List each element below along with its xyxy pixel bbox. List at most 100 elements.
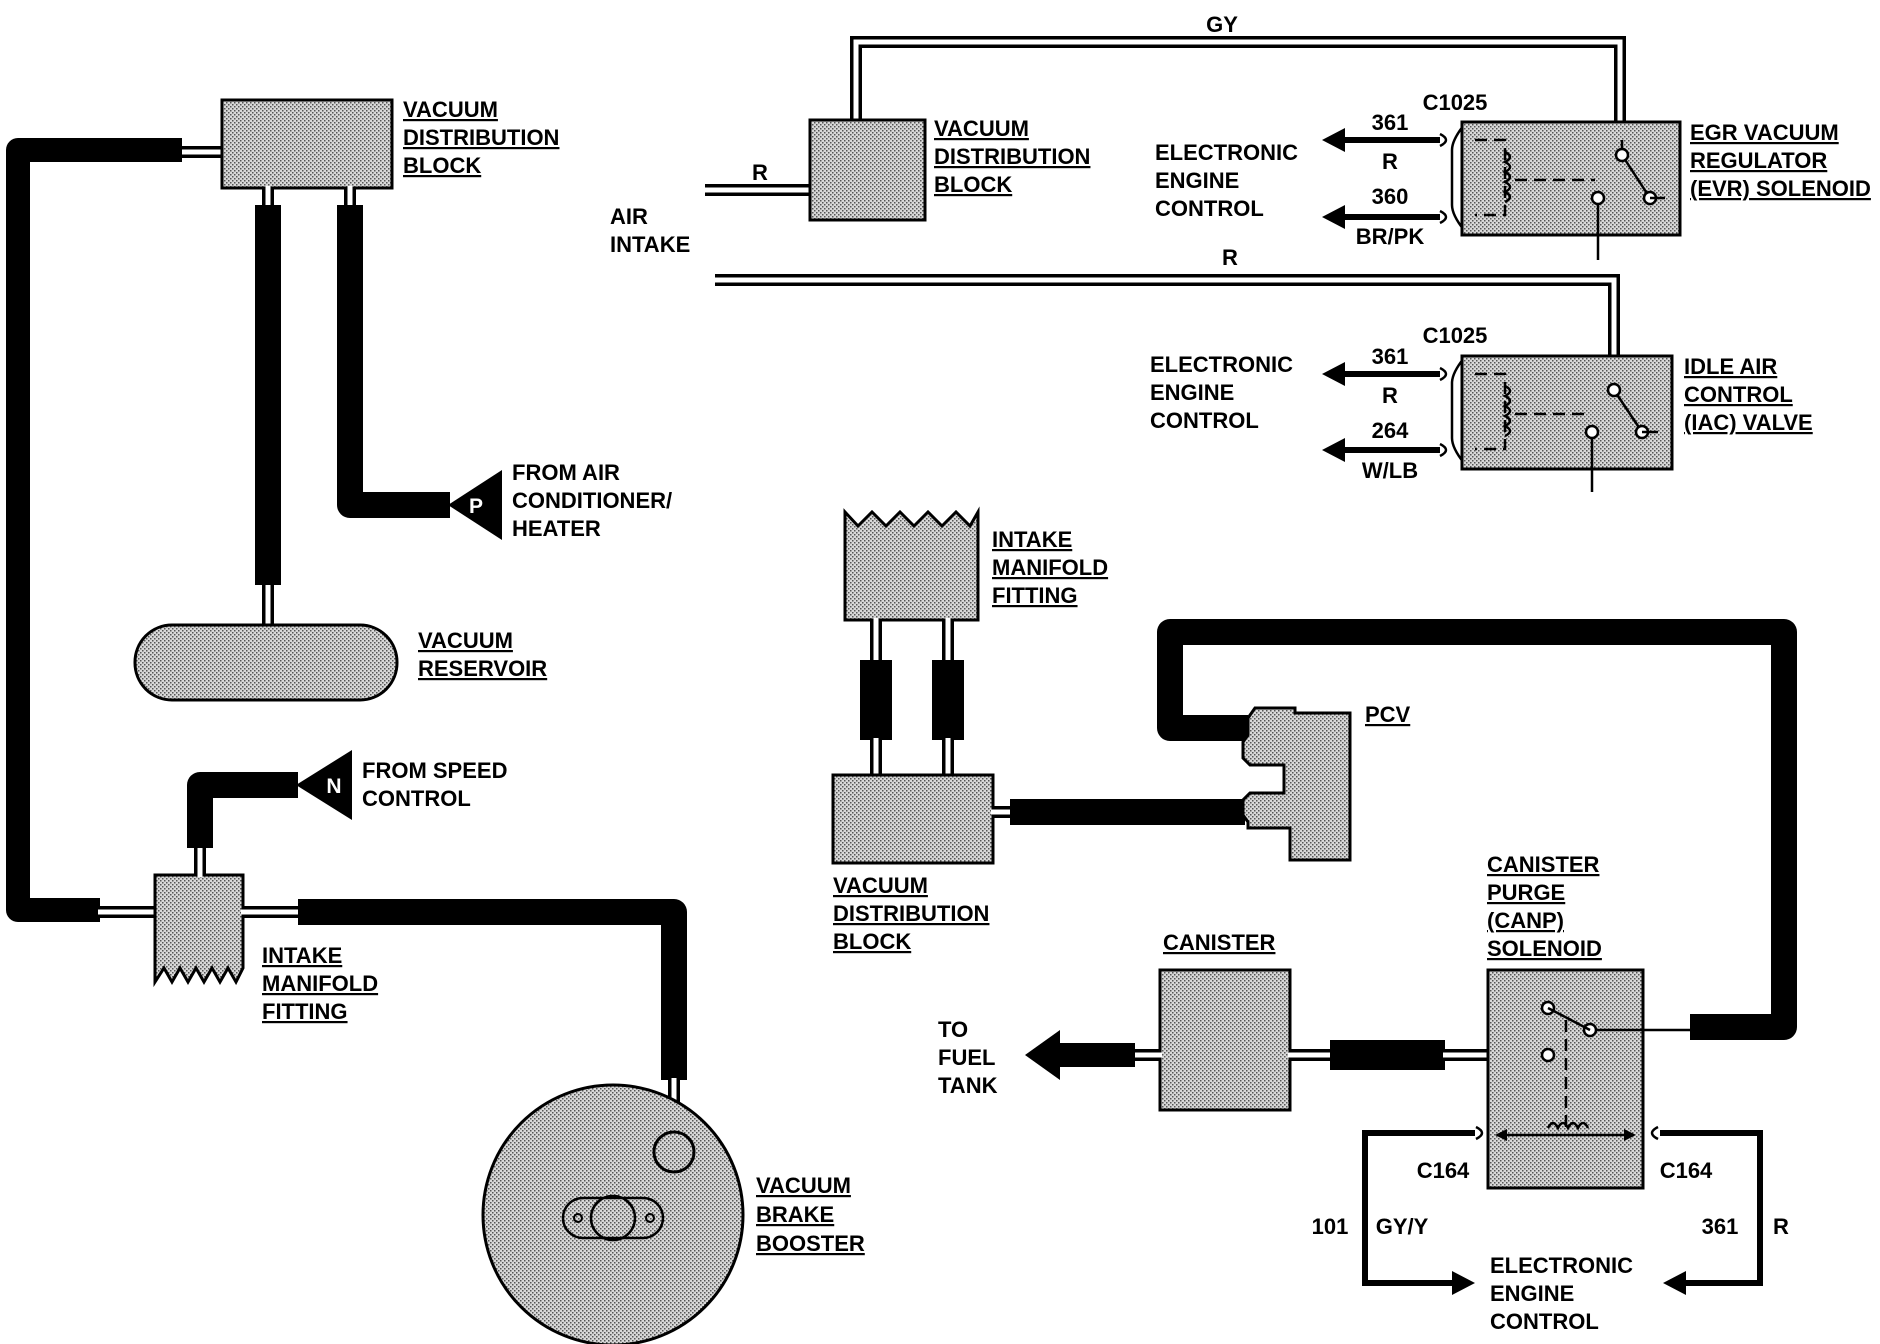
svg-text:GY/Y: GY/Y: [1376, 1214, 1429, 1239]
hose-to-brake-booster: [298, 899, 687, 1080]
svg-text:INTAKE: INTAKE: [610, 232, 690, 257]
evr-label: EGR VACUUM REGULATOR (EVR) SOLENOID: [1690, 120, 1871, 201]
vdb-mid-label: VACUUM DISTRIBUTION BLOCK: [833, 873, 989, 954]
from-ac-heater-label: FROM AIR CONDITIONER/ HEATER: [512, 460, 672, 541]
svg-text:361: 361: [1702, 1214, 1739, 1239]
svg-text:FITTING: FITTING: [262, 999, 348, 1024]
hose-segment-mid-right: [932, 660, 964, 740]
svg-text:CONTROL: CONTROL: [1490, 1309, 1599, 1334]
svg-text:CONTROL: CONTROL: [1150, 408, 1259, 433]
booster-port: [652, 1130, 696, 1174]
svg-text:INTAKE: INTAKE: [262, 943, 342, 968]
svg-text:VACUUM: VACUUM: [833, 873, 928, 898]
vacuum-brake-booster-label: VACUUM BRAKE BOOSTER: [756, 1173, 865, 1256]
from-speed-control-label: FROM SPEED CONTROL: [362, 758, 507, 811]
svg-text:VACUUM: VACUUM: [403, 97, 498, 122]
canp-connector-left-label: C164: [1417, 1158, 1470, 1183]
svg-text:RESERVOIR: RESERVOIR: [418, 656, 547, 681]
svg-text:FUEL: FUEL: [938, 1045, 995, 1070]
port-p-label: P: [469, 495, 483, 518]
svg-text:R: R: [1382, 149, 1398, 174]
evr-connector-label: C1025: [1423, 90, 1488, 115]
port-n-triangle: [296, 750, 352, 820]
svg-text:101: 101: [1312, 1214, 1349, 1239]
vdb-top-mid-label: VACUUM DISTRIBUTION BLOCK: [934, 116, 1090, 197]
svg-text:BLOCK: BLOCK: [934, 172, 1012, 197]
svg-text:BRAKE: BRAKE: [756, 1202, 834, 1227]
intake-manifold-fitting-left-label: INTAKE MANIFOLD FITTING: [262, 943, 378, 1024]
wire-gy-label: GY: [1206, 12, 1238, 37]
booster-center-slot: [561, 1196, 665, 1240]
main-vacuum-hose-left: [6, 138, 182, 922]
iac-label: IDLE AIR CONTROL (IAC) VALVE: [1684, 354, 1813, 435]
eec-label-2: ELECTRONIC ENGINE CONTROL: [1150, 352, 1293, 433]
port-n-label: N: [326, 775, 341, 798]
svg-text:FITTING: FITTING: [992, 583, 1078, 608]
svg-text:(EVR) SOLENOID: (EVR) SOLENOID: [1690, 176, 1871, 201]
svg-text:ELECTRONIC: ELECTRONIC: [1155, 140, 1298, 165]
svg-text:BOOSTER: BOOSTER: [756, 1231, 865, 1256]
eec-label-1: ELECTRONIC ENGINE CONTROL: [1155, 140, 1298, 221]
iac-valve: [1460, 354, 1674, 471]
vdb-top-left-label: VACUUM DISTRIBUTION BLOCK: [403, 97, 559, 178]
svg-text:(CANP): (CANP): [1487, 908, 1564, 933]
svg-text:TO: TO: [938, 1017, 968, 1042]
to-fuel-tank-label: TO FUEL TANK: [938, 1017, 998, 1098]
to-fuel-tank-arrow: [1025, 1030, 1135, 1080]
svg-text:REGULATOR: REGULATOR: [1690, 148, 1827, 173]
svg-text:CONTROL: CONTROL: [362, 786, 471, 811]
canp-wiring-right: C164 361 R: [1650, 1125, 1789, 1295]
iac-connector-label: C1025: [1423, 323, 1488, 348]
svg-text:FROM AIR: FROM AIR: [512, 460, 620, 485]
svg-text:264: 264: [1372, 418, 1409, 443]
vacuum-reservoir-label: VACUUM RESERVOIR: [418, 628, 547, 681]
svg-text:ENGINE: ENGINE: [1155, 168, 1239, 193]
hose-pcv-to-canp: [1157, 619, 1797, 1040]
hose-segment-canister: [1330, 1040, 1445, 1070]
svg-text:INTAKE: INTAKE: [992, 527, 1072, 552]
svg-text:W/LB: W/LB: [1362, 458, 1418, 483]
canp-wiring-left: C164 101 GY/Y: [1312, 1125, 1484, 1295]
svg-text:360: 360: [1372, 184, 1409, 209]
svg-text:361: 361: [1372, 110, 1409, 135]
svg-text:361: 361: [1372, 344, 1409, 369]
hose-segment-mid-left: [860, 660, 892, 740]
svg-text:DISTRIBUTION: DISTRIBUTION: [403, 125, 559, 150]
svg-text:MANIFOLD: MANIFOLD: [262, 971, 378, 996]
svg-text:EGR VACUUM: EGR VACUUM: [1690, 120, 1839, 145]
eec-label-3: ELECTRONIC ENGINE CONTROL: [1490, 1253, 1633, 1334]
svg-text:MANIFOLD: MANIFOLD: [992, 555, 1108, 580]
intake-manifold-fitting-mid-label: INTAKE MANIFOLD FITTING: [992, 527, 1108, 608]
svg-text:HEATER: HEATER: [512, 516, 601, 541]
svg-text:VACUUM: VACUUM: [418, 628, 513, 653]
evr-wiring: C1025 361 R 360 BR/PK: [1322, 90, 1487, 249]
svg-text:R: R: [1773, 1214, 1789, 1239]
svg-text:AIR: AIR: [610, 204, 648, 229]
port-p-triangle: [448, 470, 502, 540]
svg-text:VACUUM: VACUUM: [934, 116, 1029, 141]
hose-from-air-conditioner-heater: [337, 205, 450, 518]
svg-text:ENGINE: ENGINE: [1150, 380, 1234, 405]
svg-text:ENGINE: ENGINE: [1490, 1281, 1574, 1306]
wire-r-mid-label: R: [1222, 245, 1238, 270]
intake-manifold-fitting-left: [153, 873, 245, 988]
svg-text:R: R: [1382, 383, 1398, 408]
hose-from-speed-control: [187, 772, 298, 848]
canp-internal-schematic: [1495, 1000, 1690, 1141]
svg-text:BLOCK: BLOCK: [833, 929, 911, 954]
intake-manifold-fitting-mid: [843, 506, 980, 622]
canister: [1158, 968, 1292, 1112]
canister-label-group: CANISTER: [1163, 930, 1276, 955]
svg-text:BR/PK: BR/PK: [1356, 224, 1425, 249]
svg-text:DISTRIBUTION: DISTRIBUTION: [833, 901, 989, 926]
svg-text:SOLENOID: SOLENOID: [1487, 936, 1602, 961]
vacuum-reservoir: [133, 623, 399, 702]
vacuum-distribution-block-top-left: [220, 98, 394, 190]
vacuum-brake-booster: [481, 1083, 745, 1344]
svg-text:IDLE AIR: IDLE AIR: [1684, 354, 1777, 379]
svg-text:DISTRIBUTION: DISTRIBUTION: [934, 144, 1090, 169]
svg-text:ELECTRONIC: ELECTRONIC: [1150, 352, 1293, 377]
canp-label: CANISTER PURGE (CANP) SOLENOID: [1487, 852, 1602, 961]
svg-text:BLOCK: BLOCK: [403, 153, 481, 178]
air-intake-label: AIR INTAKE: [610, 204, 690, 257]
